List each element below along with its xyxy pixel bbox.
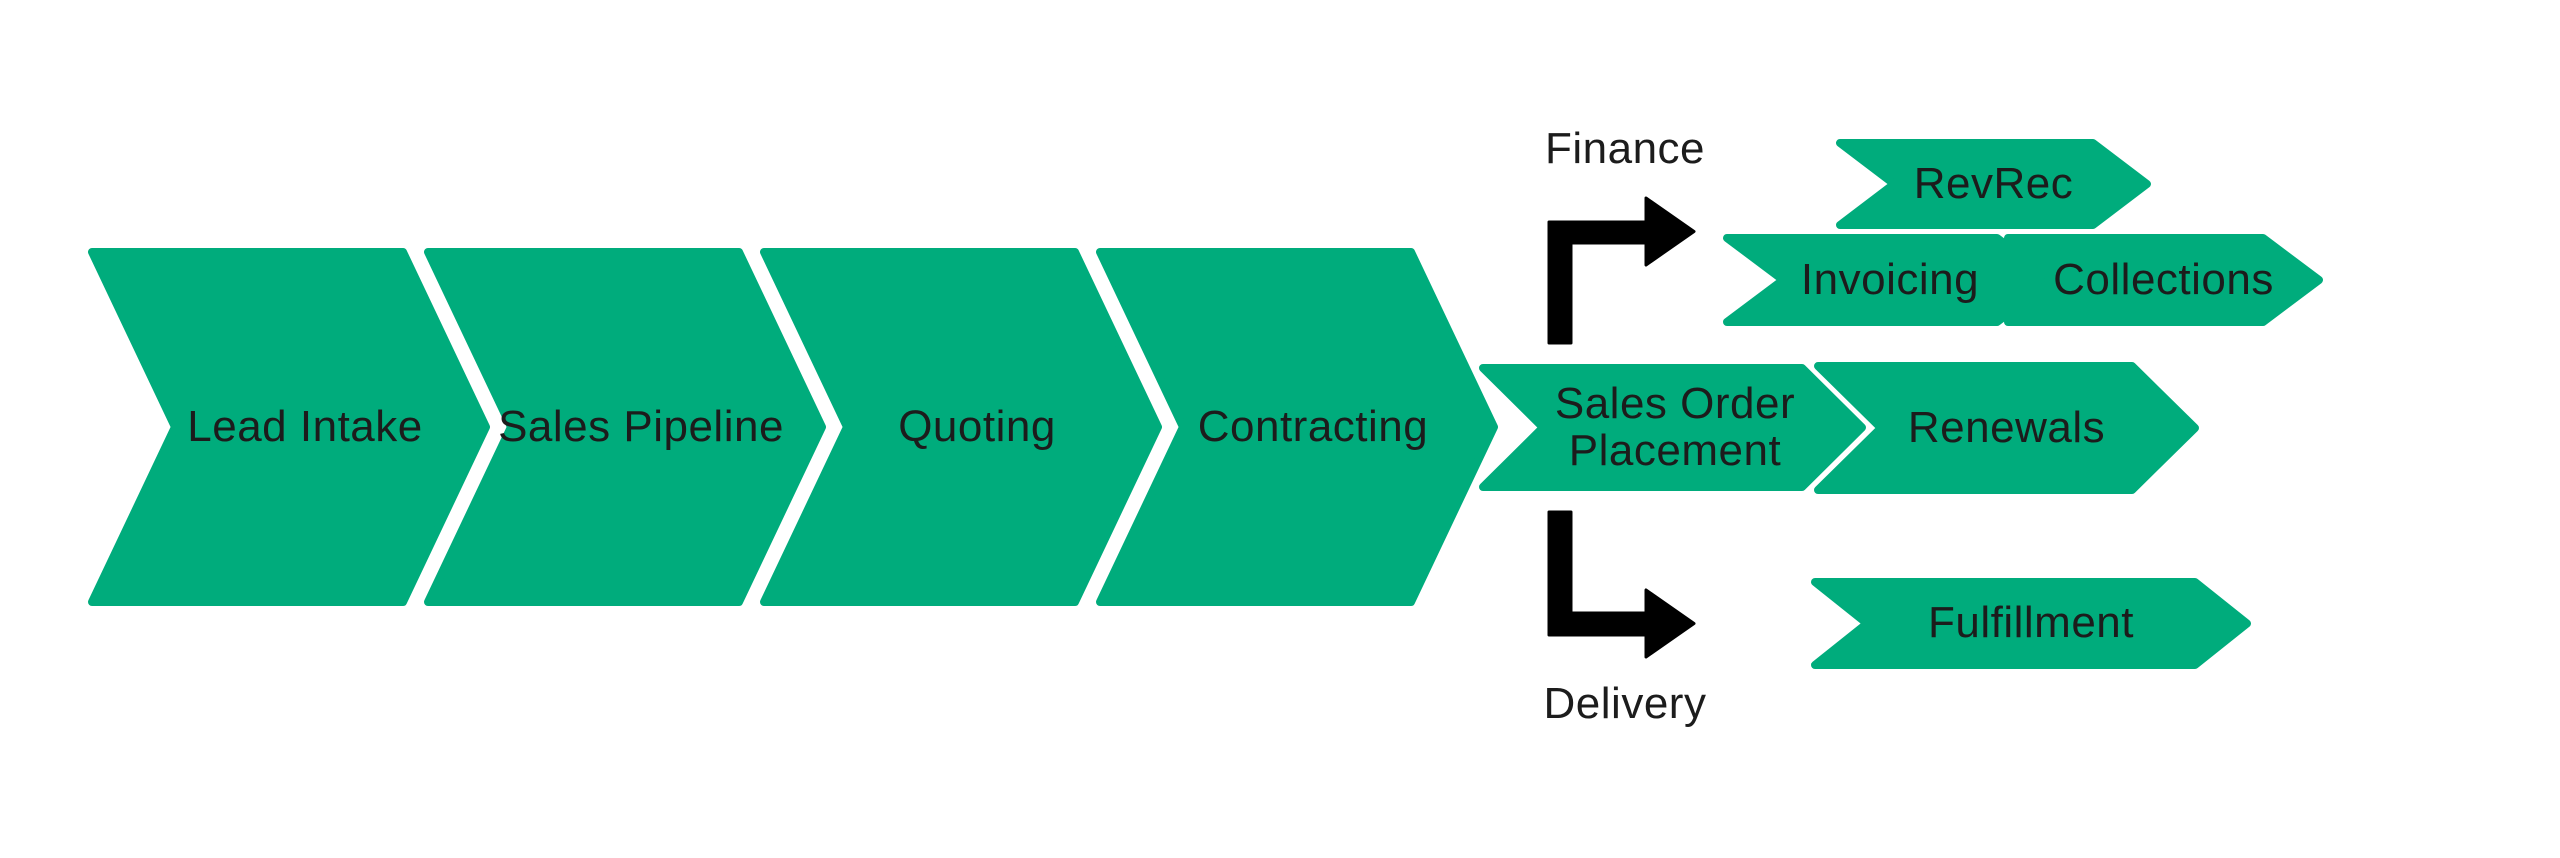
finance-elbow-arrow-icon bbox=[1547, 196, 1696, 345]
contracting-label: Contracting bbox=[1197, 401, 1429, 451]
fulfillment-label: Fulfillment bbox=[1928, 598, 2134, 648]
chevron-fulfillment bbox=[1811, 578, 2251, 669]
delivery-elbow-arrow-icon bbox=[1547, 510, 1696, 659]
collections-label: Collections bbox=[2053, 254, 2274, 304]
lead-intake-label: Lead Intake bbox=[187, 401, 423, 451]
chevron-revrec bbox=[1836, 139, 2151, 229]
chevron-collections bbox=[2004, 234, 2323, 326]
sales-order-placement-label: Sales Order Placement bbox=[1554, 379, 1796, 475]
chevron-sales-pipeline bbox=[424, 248, 826, 606]
chevron-contracting bbox=[1096, 248, 1498, 606]
renewals-label: Renewals bbox=[1907, 402, 2106, 452]
quoting-label: Quoting bbox=[898, 401, 1056, 451]
revrec-label: RevRec bbox=[1913, 158, 2074, 208]
chevron-lead-intake bbox=[88, 248, 490, 606]
sales-pipeline-label: Sales Pipeline bbox=[498, 401, 784, 451]
chevron-invoicing bbox=[1723, 234, 2057, 326]
invoicing-label: Invoicing bbox=[1800, 254, 1980, 304]
finance-branch-label: Finance bbox=[1544, 123, 1706, 173]
chevron-renewals bbox=[1814, 362, 2199, 494]
chevron-quoting bbox=[760, 248, 1162, 606]
delivery-branch-label: Delivery bbox=[1543, 678, 1707, 728]
chevron-sales-order-placement bbox=[1479, 364, 1866, 491]
